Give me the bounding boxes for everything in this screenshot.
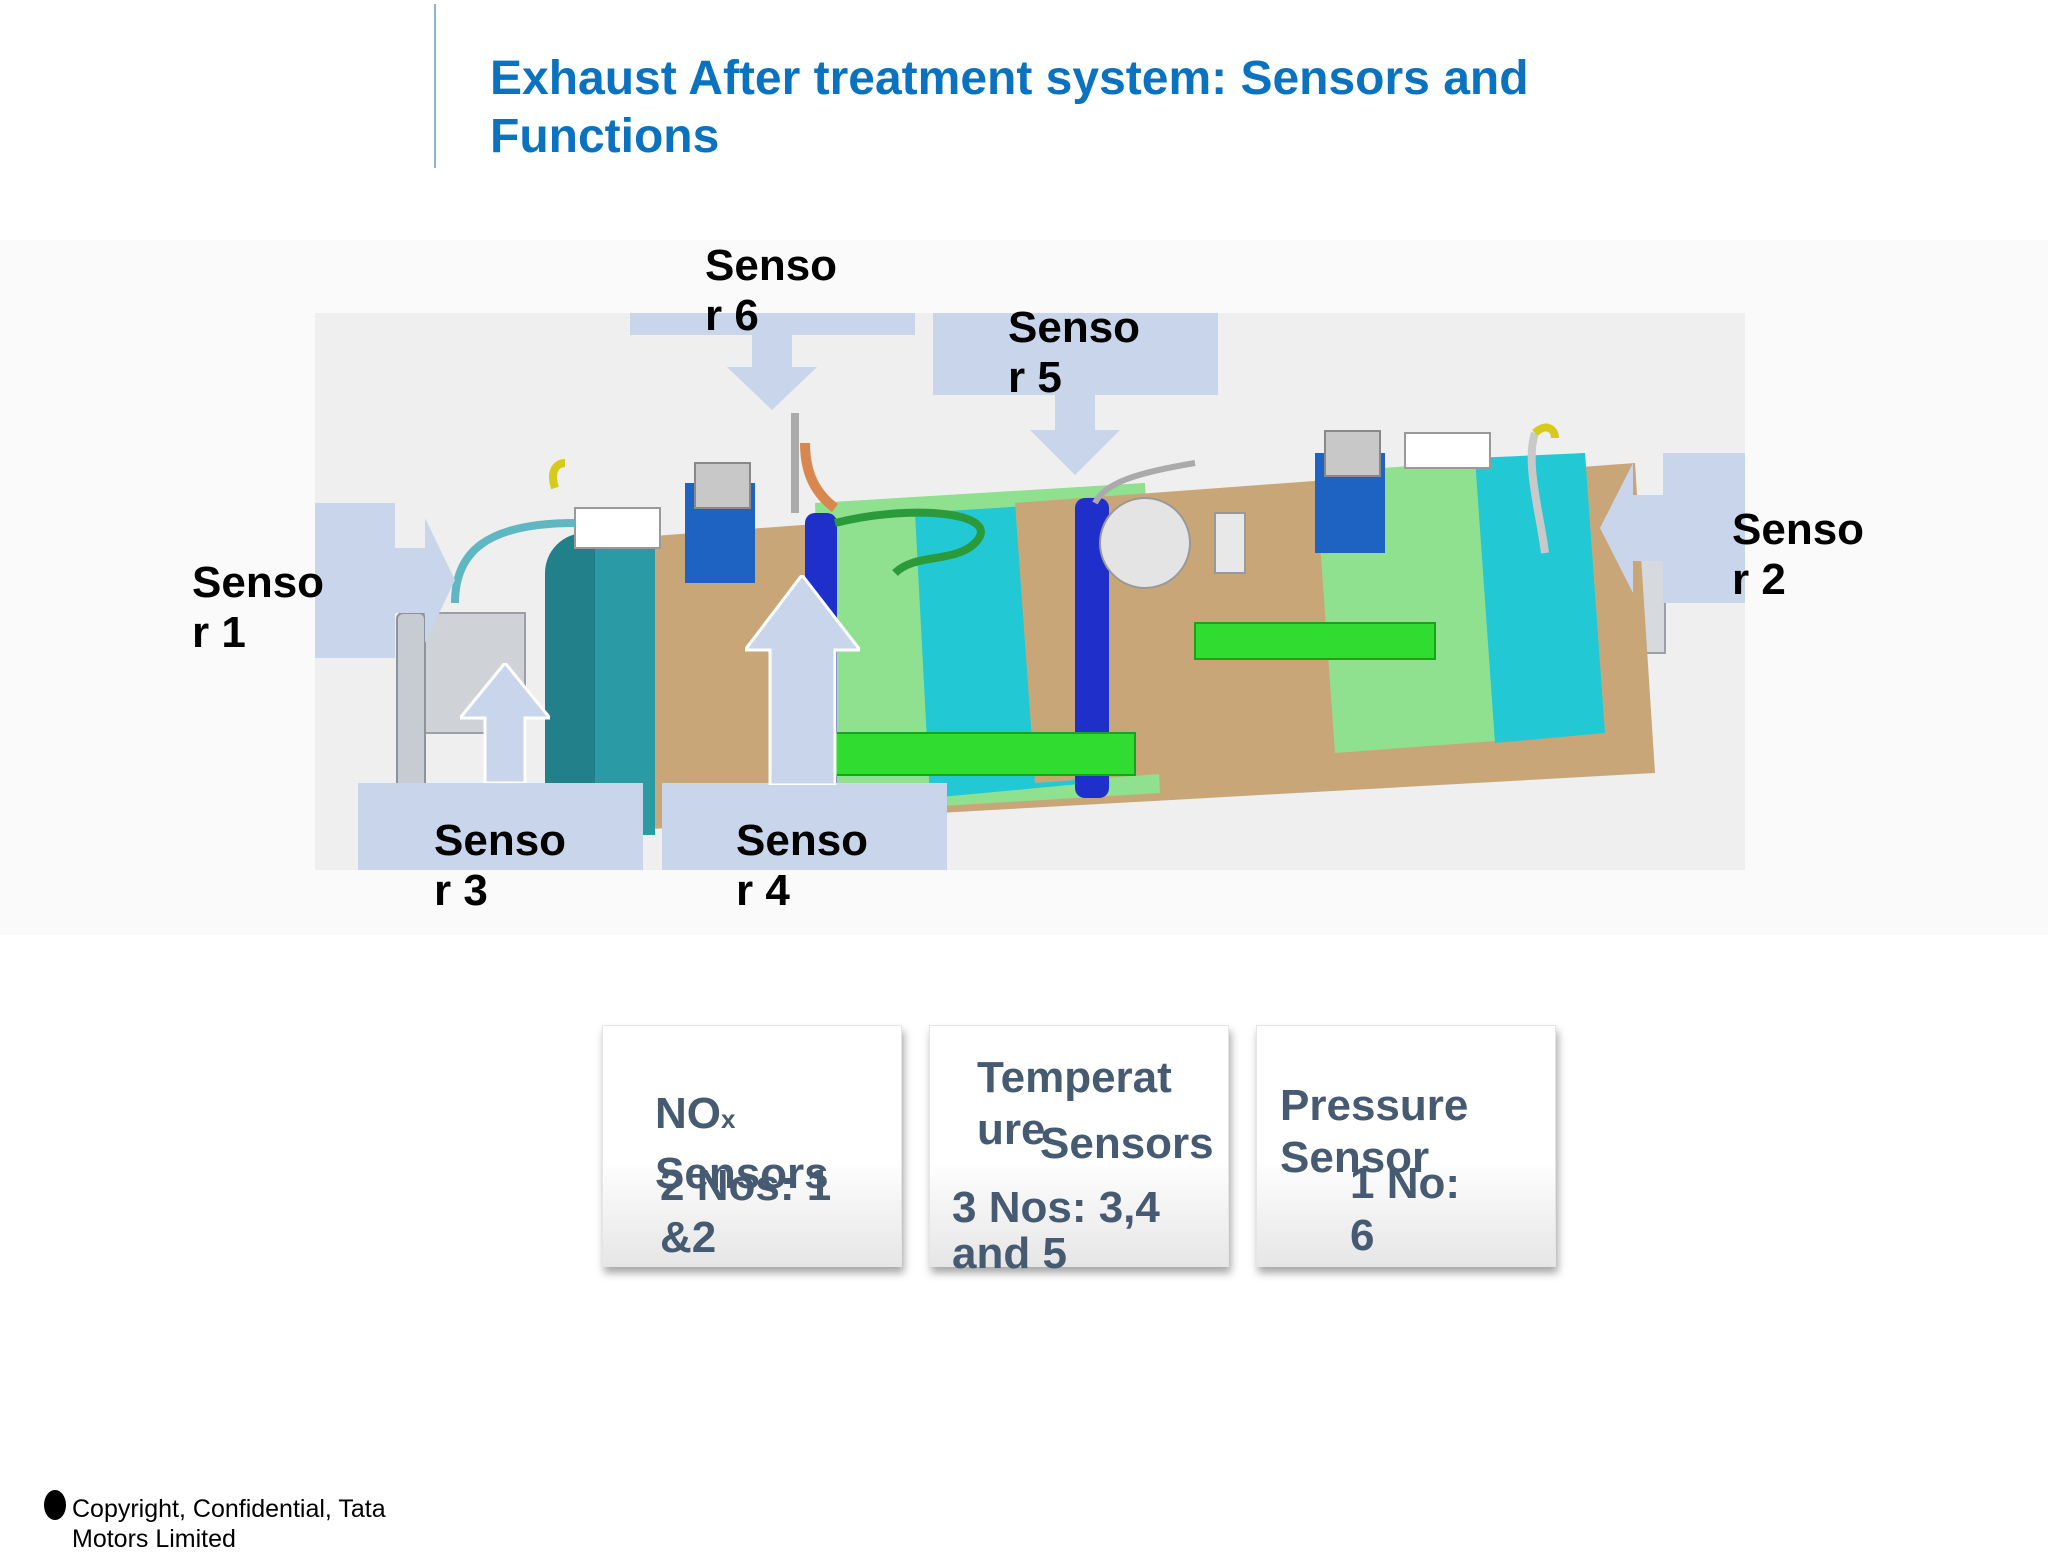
nox-sensors-count: 2 Nos: 1&2 bbox=[660, 1161, 832, 1262]
sensor-4-arrow bbox=[745, 575, 860, 785]
temperature-sensors-card bbox=[929, 1025, 1229, 1267]
sensor-4-callout bbox=[662, 783, 947, 870]
footer-bullet bbox=[44, 1490, 66, 1520]
sensor-5-callout bbox=[933, 313, 1218, 395]
temperature-sensors-title-line2b: Sensors bbox=[1040, 1119, 1214, 1168]
sensor-3-arrow bbox=[460, 663, 550, 783]
sensor-6-arrow bbox=[727, 335, 817, 410]
page-title: Exhaust After treatment system: Sensors … bbox=[490, 52, 1529, 163]
sensor-2-arrow bbox=[1600, 463, 1663, 593]
title-divider bbox=[434, 4, 436, 168]
pressure-sensor-count: 1 No:6 bbox=[1350, 1159, 1460, 1260]
nox-sensors-title-line2: Sensors bbox=[655, 1149, 829, 1198]
sensor-5-arrow bbox=[1030, 395, 1120, 475]
sensor-3-callout bbox=[358, 783, 643, 870]
sensor-6-callout bbox=[630, 313, 915, 335]
temperature-sensors-title-line2a: ure bbox=[977, 1105, 1046, 1154]
sensor-1-callout bbox=[315, 503, 395, 658]
sensor-1-arrow bbox=[395, 518, 455, 643]
aftertreatment-diagram bbox=[315, 313, 1745, 870]
nox-sensors-card bbox=[602, 1025, 902, 1267]
nox-sensors-title: NOx bbox=[655, 1089, 736, 1138]
sensor-2-callout bbox=[1663, 453, 1745, 603]
temperature-sensors-title: Temperat bbox=[977, 1053, 1172, 1102]
pressure-sensor-card bbox=[1256, 1025, 1556, 1267]
